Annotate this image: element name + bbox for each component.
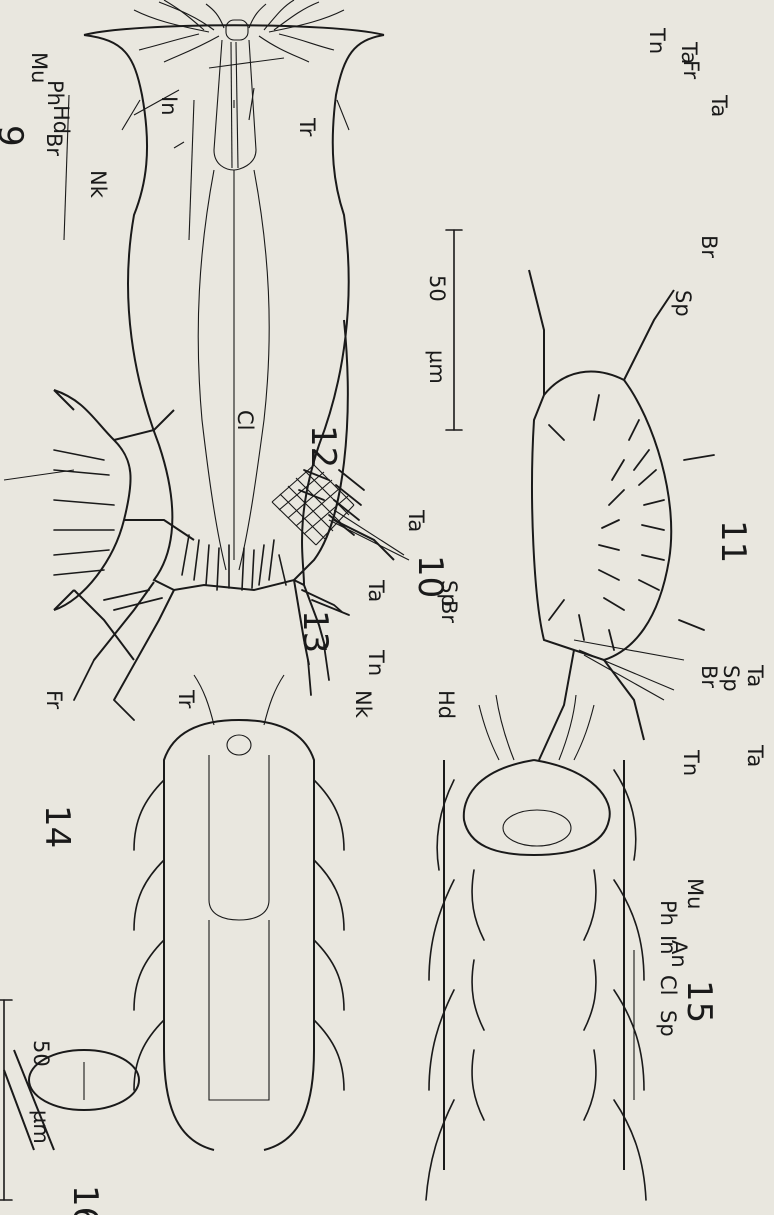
fig9-neck-bristle-1 [337,100,349,130]
scale-bar-1-unit: µm [425,350,449,384]
fig11-furca-right-2 [539,650,574,760]
label-ph-fig15: Ph [656,900,680,926]
scale-bar-2-value: 50 [29,1040,53,1067]
label-hd-fig9: Hd [49,105,73,134]
scale-bar-2-unit: µm [29,1110,53,1144]
label-mu-fig9: Mu [27,52,51,83]
figure-16 [4,1050,139,1150]
figure-number-14: 14 [37,805,77,848]
label-br-fig9-b: Br [697,235,721,258]
fig14-scales [426,770,646,1200]
label-sp-fig11: Sp [719,665,743,692]
label-nk-fig9: Nk [86,170,110,199]
figure-14 [426,695,646,1200]
fig14-head-cilia [479,695,594,760]
scale-bar-1-value: 50 [425,275,449,302]
label-ph-fig9: Ph [43,80,67,106]
label-ta-fig12-b: Ta [364,579,388,602]
label-br-fig12: Br [437,600,461,623]
label-sp-fig9: Sp [671,290,695,317]
label-tn-fig9: Tn [645,27,669,54]
fig9-in-leader-2 [189,100,194,240]
scale-bar-2: 50 µm [0,1000,53,1200]
label-in-fig9: In [157,96,181,116]
label-cl-fig15: Cl [656,975,680,996]
fig9-mouth [226,20,248,40]
fig9-pharynx-lumen-2 [231,42,232,168]
fig11-br-leader [584,655,664,700]
label-fr-fig9: Fr [679,60,703,80]
label-tr-fig14: Tr [174,689,198,709]
fig9-br-leader [174,142,184,148]
fig14-head [464,760,610,855]
fig9-pharynx-lumen [236,42,238,168]
fig9-head [84,25,384,35]
label-cl-fig10: Cl [233,410,257,431]
label-ta-fig12: Ta [404,509,428,532]
scale-bar-1: 50 µm [425,230,462,430]
fig12-br-leader [329,520,409,560]
fig11-spines [549,395,714,650]
fig14-trunk [444,760,624,1170]
figure-15 [134,675,344,1150]
figure-11 [529,270,714,760]
fig11-furca-right [604,660,644,740]
label-fr-fig14: Fr [42,690,66,710]
fig14-mouth [503,810,571,846]
figure-number-9: 9 [0,125,30,147]
fig15-intestine [209,920,269,1100]
label-mu-fig15: Mu [683,878,707,909]
label-ta-fig11-b: Ta [743,744,767,767]
fig15-pharynx [209,755,269,920]
fig15-head-cilia [194,675,284,725]
figure-number-13: 13 [295,610,335,653]
figure-number-16: 16 [65,1185,105,1215]
figure-number-12: 12 [303,425,343,468]
fig15-spines [134,780,344,1090]
figure-10 [4,390,194,660]
fig12-sp-leader [334,510,404,555]
fig10-body [54,390,131,610]
figure-9 [64,0,384,720]
fig11-furca-left-2 [529,270,544,395]
label-ta-fig9-b: Ta [707,94,731,117]
fig10-cl-leader [4,470,74,480]
figure-number-11: 11 [713,520,753,563]
label-tn-fig12: Tn [364,649,388,676]
fig11-ta-leader [574,640,684,660]
label-ta-fig11: Ta [743,664,767,687]
fig10-furca-2 [124,520,194,540]
label-tr-fig9: Tr [295,117,319,137]
label-br-fig9: Br [42,133,66,156]
fig11-body [532,372,671,660]
label-hd-fig14: Hd [434,690,458,719]
fig15-mouth [227,735,251,755]
fig9-pharynx [214,40,256,170]
figure-number-15: 15 [679,980,719,1023]
fig11-furca-left [624,290,674,380]
fig9-neck-bristle-2 [122,100,140,130]
fig9-head-cilia [134,0,344,62]
label-tn-fig11: Tn [679,749,703,776]
fig15-body [164,720,314,1150]
label-in-fig15: In [656,935,680,955]
fig10-furca-1 [114,410,174,440]
fig10-cl [54,450,114,575]
label-sp-fig15: Sp [656,1010,680,1037]
label-nk-fig14: Nk [351,690,375,719]
label-br-fig11: Br [697,665,721,688]
